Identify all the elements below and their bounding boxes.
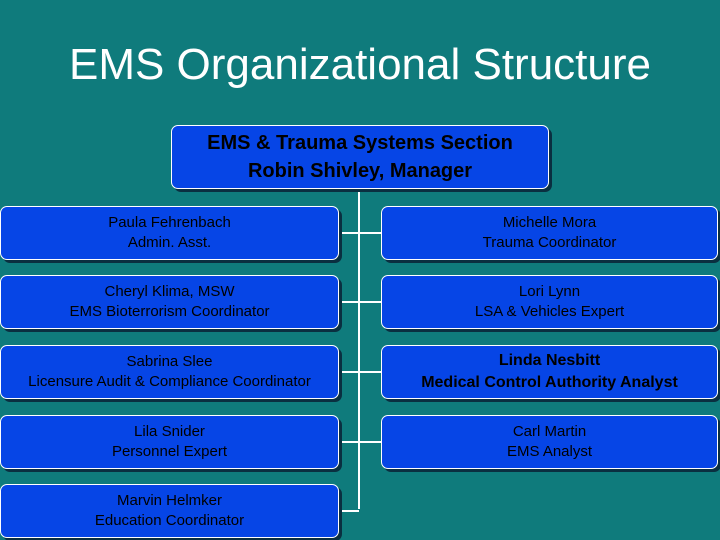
staff-box-linda-nesbitt: Linda Nesbitt Medical Control Authority … bbox=[381, 345, 718, 399]
staff-box-paula-fehrenbach: Paula Fehrenbach Admin. Asst. bbox=[0, 206, 339, 260]
staff-name: Paula Fehrenbach bbox=[108, 214, 231, 231]
staff-name: Linda Nesbitt bbox=[498, 352, 601, 369]
connector-right-3 bbox=[359, 371, 381, 373]
connector-right-4 bbox=[359, 441, 381, 443]
page-title: EMS Organizational Structure bbox=[68, 40, 652, 89]
manager-name: Robin Shivley, Manager bbox=[247, 160, 473, 182]
staff-name: Lila Snider bbox=[134, 423, 205, 440]
connector-right-2 bbox=[359, 301, 381, 303]
section-name: EMS & Trauma Systems Section bbox=[207, 132, 513, 154]
staff-box-lila-snider: Lila Snider Personnel Expert bbox=[0, 415, 339, 469]
staff-name: Lori Lynn bbox=[518, 283, 581, 300]
connector-left-3 bbox=[339, 371, 359, 373]
staff-name: Sabrina Slee bbox=[126, 353, 213, 370]
staff-role: Admin. Asst. bbox=[127, 234, 212, 251]
staff-box-michelle-mora: Michelle Mora Trauma Coordinator bbox=[381, 206, 718, 260]
section-head-box: EMS & Trauma Systems Section Robin Shivl… bbox=[171, 125, 549, 189]
staff-name: Cheryl Klima, MSW bbox=[104, 283, 235, 300]
connector-left-4 bbox=[339, 441, 359, 443]
staff-name: Marvin Helmker bbox=[116, 492, 222, 509]
staff-role: EMS Bioterrorism Coordinator bbox=[69, 303, 270, 320]
staff-name: Michelle Mora bbox=[502, 214, 597, 231]
staff-role: LSA & Vehicles Expert bbox=[474, 303, 625, 320]
staff-role: Trauma Coordinator bbox=[482, 234, 617, 251]
staff-role: EMS Analyst bbox=[506, 443, 593, 460]
connector-trunk bbox=[358, 189, 360, 509]
staff-role: Licensure Audit & Compliance Coordinator bbox=[28, 373, 311, 390]
connector-left-2 bbox=[339, 301, 359, 303]
staff-box-lori-lynn: Lori Lynn LSA & Vehicles Expert bbox=[381, 275, 718, 329]
connector-left-1 bbox=[339, 232, 359, 234]
connector-left-5 bbox=[339, 510, 359, 512]
staff-box-marvin-helmker: Marvin Helmker Education Coordinator bbox=[0, 484, 339, 538]
staff-box-cheryl-klima: Cheryl Klima, MSW EMS Bioterrorism Coord… bbox=[0, 275, 339, 329]
staff-role: Personnel Expert bbox=[111, 443, 228, 460]
connector-right-1 bbox=[359, 232, 381, 234]
staff-role: Education Coordinator bbox=[94, 512, 245, 529]
staff-role: Medical Control Authority Analyst bbox=[421, 374, 678, 391]
staff-box-sabrina-slee: Sabrina Slee Licensure Audit & Complianc… bbox=[0, 345, 339, 399]
staff-name: Carl Martin bbox=[512, 423, 587, 440]
staff-box-carl-martin: Carl Martin EMS Analyst bbox=[381, 415, 718, 469]
